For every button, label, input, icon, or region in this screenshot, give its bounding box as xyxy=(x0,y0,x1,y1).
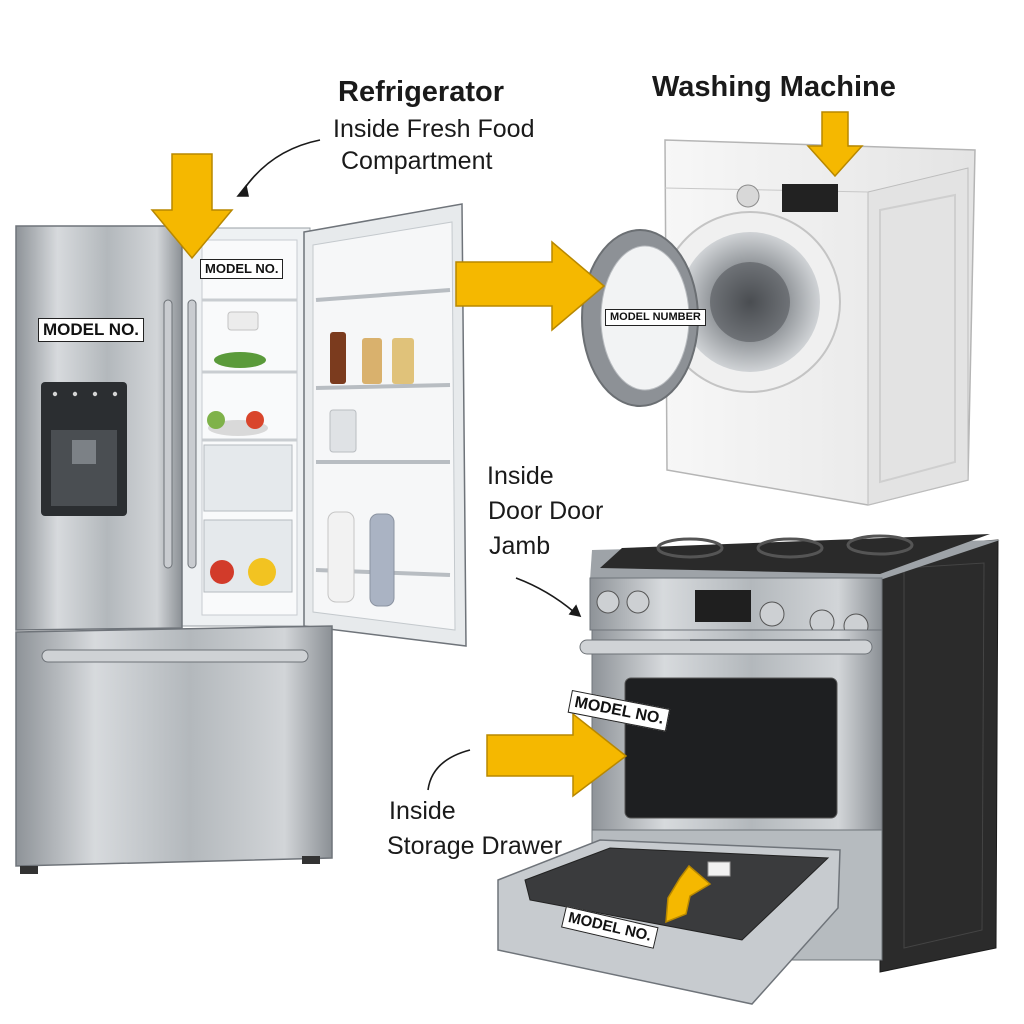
door-jamb-line2: Door Door xyxy=(488,497,604,525)
left-door-handle xyxy=(163,299,173,569)
washing-machine-heading: Washing Machine xyxy=(652,71,896,103)
washer-dial xyxy=(736,184,760,208)
fridge-interior-model-tag: MODEL NO. xyxy=(200,259,284,279)
fridge-location-line2: Compartment xyxy=(341,147,493,175)
arrow-into-drawer xyxy=(665,864,712,924)
range-side-panel xyxy=(879,539,999,973)
door-jamb-line3: Jamb xyxy=(489,532,551,560)
indicator-arrows xyxy=(150,111,864,924)
pointer-lines xyxy=(236,139,582,791)
refrigerator xyxy=(15,203,467,874)
refrigerator-heading: Refrigerator xyxy=(338,76,504,108)
arrow-to-washer-door xyxy=(455,240,606,332)
storage-drawer-line1: Inside xyxy=(389,797,456,825)
door-jamb-line1: Inside xyxy=(487,462,554,490)
apple-shape xyxy=(210,560,234,584)
arrow-fridge-interior xyxy=(150,153,234,260)
burner-grates xyxy=(600,534,990,574)
washer-display xyxy=(782,184,838,212)
pointer-drawer xyxy=(427,749,471,791)
range-display xyxy=(695,590,751,622)
washer-model-number-tag: MODEL NUMBER xyxy=(605,309,706,327)
oven-window xyxy=(624,677,838,819)
fridge-location-line1: Inside Fresh Food xyxy=(333,115,535,143)
freezer-handle xyxy=(41,649,309,663)
arrow-to-oven-jamb xyxy=(486,712,628,798)
washing-machine xyxy=(581,139,976,506)
gas-range xyxy=(497,534,1000,1005)
freezer-drawer xyxy=(15,625,333,867)
storage-drawer-line2: Storage Drawer xyxy=(387,832,563,860)
oven-handle xyxy=(579,639,873,655)
pointer-fridge xyxy=(241,139,321,193)
fridge-door-model-tag: MODEL NO. xyxy=(38,318,145,343)
arrow-washer-top xyxy=(806,111,864,178)
pointer-door-jamb xyxy=(515,577,575,613)
